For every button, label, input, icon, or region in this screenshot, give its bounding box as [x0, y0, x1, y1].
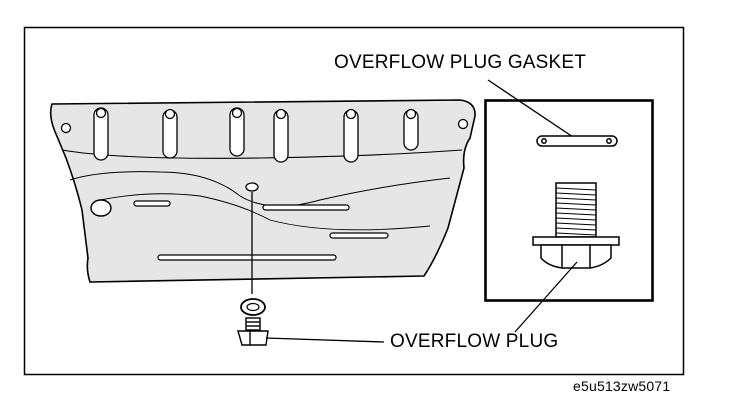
plug-label: OVERFLOW PLUG [390, 331, 559, 352]
bolt-hole [275, 108, 287, 120]
outer-frame [23, 26, 685, 376]
rib [157, 254, 337, 261]
figure-code: e5u513zw5071 [573, 378, 671, 394]
gasket-detail [536, 135, 618, 147]
leader-plug-label [265, 337, 385, 343]
rib [133, 200, 171, 207]
drain-boss [90, 199, 112, 217]
leader-gasket-label [487, 79, 574, 138]
gasket-label: OVERFLOW PLUG GASKET [334, 52, 587, 73]
bolt-hole [345, 108, 357, 120]
bolt-hole [60, 122, 72, 134]
rib [329, 232, 389, 239]
rib [262, 204, 350, 211]
bolt-hole [164, 108, 176, 120]
bolt-hole [405, 108, 417, 120]
oil-pan [49, 99, 476, 283]
plug-detail [532, 182, 620, 269]
bolt-hole [457, 118, 469, 130]
pan-ribs [133, 200, 389, 261]
oil-pan-contour [69, 171, 451, 207]
plug-detail-flange [532, 236, 620, 246]
plug-detail-hex [540, 244, 612, 269]
gasket-inner [246, 302, 260, 312]
plug-thread [245, 317, 261, 331]
gasket-washer [240, 298, 266, 316]
plug-head [237, 330, 269, 346]
plug-detail-thread-lines [555, 187, 597, 236]
overflow-plug-small [237, 317, 269, 346]
overflow-hole [245, 182, 259, 192]
bolt-holes [60, 107, 469, 134]
gasket-end-left [541, 138, 547, 144]
bolt-hole [231, 107, 243, 119]
gasket-end-right [606, 138, 612, 144]
leader-detail-plug [514, 261, 578, 333]
oil-pan-sump-contour [99, 193, 431, 231]
gasket-body [536, 135, 618, 147]
bolt-hole [95, 107, 107, 119]
